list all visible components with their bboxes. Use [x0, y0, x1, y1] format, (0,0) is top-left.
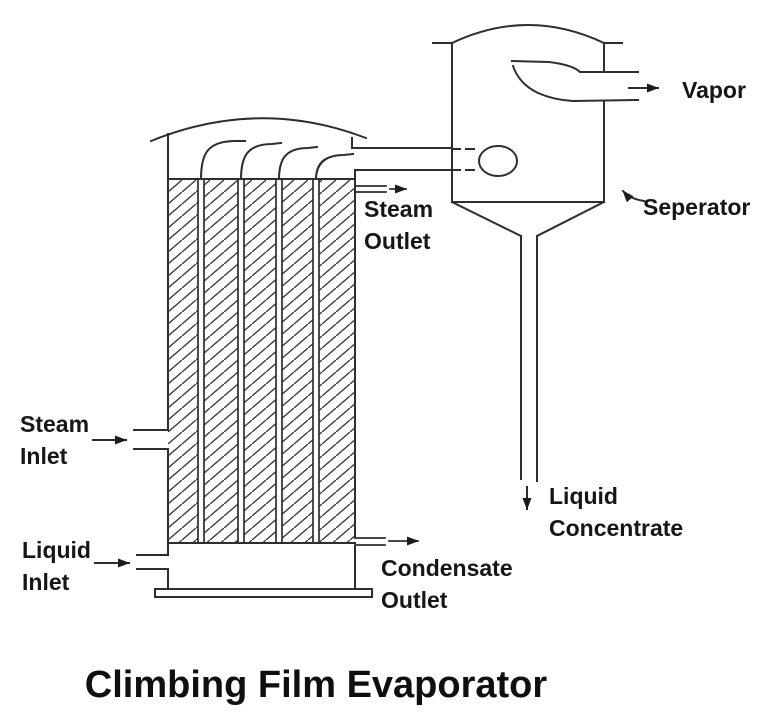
separator-vessel	[432, 24, 623, 238]
evaporator-column	[149, 117, 373, 598]
pipe-to-separator	[351, 145, 518, 177]
vapor-label: Vapor	[682, 77, 746, 103]
separator-dome-arc	[450, 24, 606, 45]
column-dome-arc	[149, 117, 368, 143]
concentrate-downpipe	[520, 235, 538, 510]
figure-title: Climbing Film Evaporator	[84, 664, 548, 706]
separator-label: Seperator	[643, 194, 751, 220]
liquid-inlet-label: Liquid Inlet	[22, 537, 91, 595]
condensate-outlet-nozzle	[354, 536, 419, 546]
steam-outlet-nozzle	[354, 184, 407, 194]
steam-inlet-nozzle	[92, 429, 169, 450]
liquid-concentrate-label: Liquid Concentrate	[549, 483, 684, 541]
separator-pointer-arrow	[621, 189, 646, 203]
column-base-plate	[154, 588, 373, 598]
liquid-inlet-nozzle	[94, 554, 169, 570]
vertical-tubes	[197, 178, 320, 544]
pipe-inlet-opening	[478, 145, 518, 177]
separator-cone	[450, 200, 606, 238]
steam-outlet-label: Steam Outlet	[364, 196, 434, 254]
tube-bundle-hatching	[168, 180, 355, 542]
curved-tube-outlets	[199, 140, 355, 181]
condensate-outlet-label: Condensate Outlet	[381, 555, 513, 613]
vapor-outlet-duct	[510, 59, 659, 103]
steam-inlet-label: Steam Inlet	[20, 411, 90, 469]
